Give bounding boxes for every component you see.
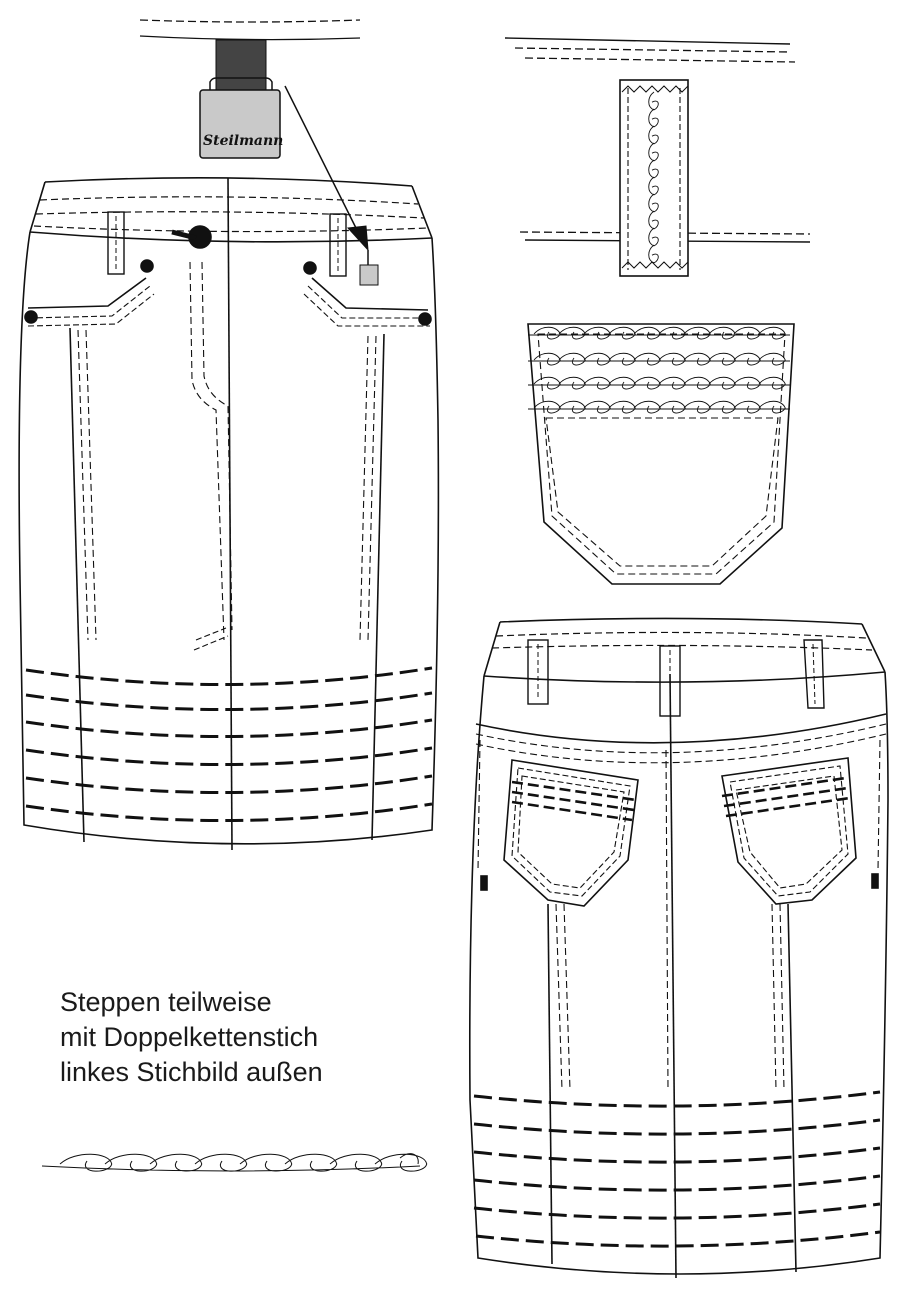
skirt-back-view xyxy=(468,617,889,1279)
pocket-chain-stitch-row xyxy=(528,376,790,390)
note-line-2: mit Doppelkettenstich xyxy=(60,1022,319,1052)
pocket-chain-stitch-row xyxy=(528,352,790,366)
chain-stitch-sample xyxy=(41,1153,428,1172)
note-line-1: Steppen teilweise xyxy=(60,987,272,1017)
back-pocket-detail xyxy=(527,323,795,585)
stitch-note: Steppen teilweise mit Doppelkettenstich … xyxy=(60,985,323,1090)
belt-loop-detail xyxy=(504,37,811,277)
brand-tag xyxy=(199,89,281,159)
belt-loop-chain-stitch xyxy=(648,91,659,264)
brand-tag-label: Steilmann xyxy=(203,133,284,149)
pocket-chain-stitch-row xyxy=(528,400,790,414)
skirt-front-view xyxy=(18,177,440,851)
pocket-chain-stitch-row xyxy=(528,326,790,340)
note-line-3: linkes Stichbild außen xyxy=(60,1057,323,1087)
sample-chain-loops xyxy=(41,1153,428,1172)
label-tag-detail xyxy=(139,19,369,252)
